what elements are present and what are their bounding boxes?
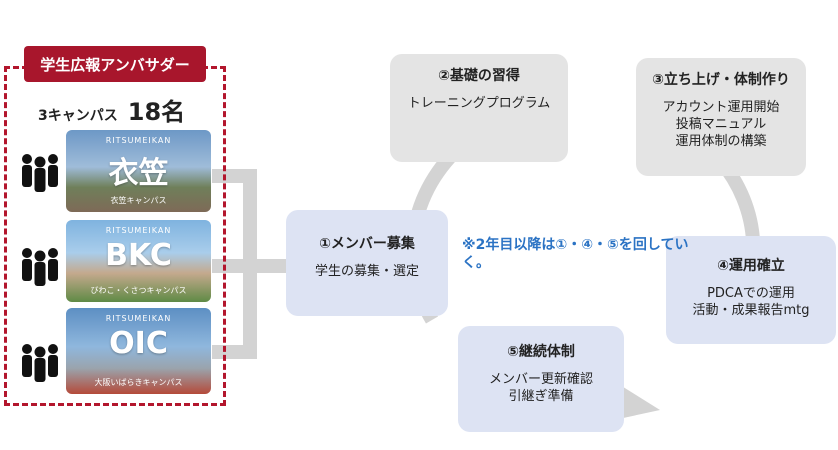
count-prefix: 3キャンパス	[38, 108, 118, 124]
campus-card-kinugasa: RITSUMEIKAN 衣笠 衣笠キャンパス	[66, 130, 211, 212]
campus-name: 衣笠	[108, 156, 169, 191]
step-title: ②基礎の習得	[438, 68, 520, 84]
people-icon	[22, 344, 58, 382]
step-title: ③立ち上げ・体制作り	[652, 72, 790, 88]
step-title: ①メンバー募集	[319, 236, 415, 252]
campus-count: 3キャンパス 18名	[38, 92, 185, 127]
step-title: ④運用確立	[717, 258, 785, 274]
step-1-recruit: ①メンバー募集 学生の募集・選定	[286, 210, 448, 316]
step-body: PDCAでの運用 活動・成果報告mtg	[692, 286, 810, 318]
step-3-setup: ③立ち上げ・体制作り アカウント運用開始 投稿マニュアル 運用体制の構築	[636, 58, 806, 176]
step-body: 学生の募集・選定	[314, 264, 419, 279]
campus-name: BKC	[105, 238, 172, 273]
step-4-operation: ④運用確立 PDCAでの運用 活動・成果報告mtg	[666, 236, 836, 344]
campus-photo	[66, 220, 211, 302]
step-body: アカウント運用開始 投稿マニュアル 運用体制の構築	[662, 100, 780, 149]
campus-name: OIC	[109, 326, 168, 361]
campus-card-bkc: RITSUMEIKAN BKC びわこ・くさつキャンパス	[66, 220, 211, 302]
step-body: メンバー更新確認 引継ぎ準備	[488, 372, 593, 404]
people-icon	[22, 154, 58, 192]
campus-sub: びわこ・くさつキャンパス	[90, 286, 187, 295]
campus-sub: 衣笠キャンパス	[110, 196, 167, 205]
campus-photo	[66, 308, 211, 394]
campus-brand: RITSUMEIKAN	[105, 314, 172, 323]
campus-brand: RITSUMEIKAN	[105, 226, 172, 235]
cycle-note: ※2年目以降は①・④・⑤を回していく。	[462, 237, 689, 271]
step-body: トレーニングプログラム	[407, 96, 551, 111]
campus-photo	[66, 130, 211, 212]
count-value: 18名	[127, 98, 186, 126]
campus-card-oic: RITSUMEIKAN OIC 大阪いばらきキャンパス	[66, 308, 211, 394]
campus-brand: RITSUMEIKAN	[105, 136, 172, 145]
campus-sub: 大阪いばらきキャンパス	[94, 378, 183, 387]
people-icon	[22, 248, 58, 286]
ambassador-title: 学生広報アンバサダー	[24, 46, 206, 82]
step-title: ⑤継続体制	[507, 344, 575, 360]
cycle-arrowhead	[612, 380, 660, 420]
step-5-continuity: ⑤継続体制 メンバー更新確認 引継ぎ準備	[458, 326, 624, 432]
step-2-basics: ②基礎の習得 トレーニングプログラム	[390, 54, 568, 162]
